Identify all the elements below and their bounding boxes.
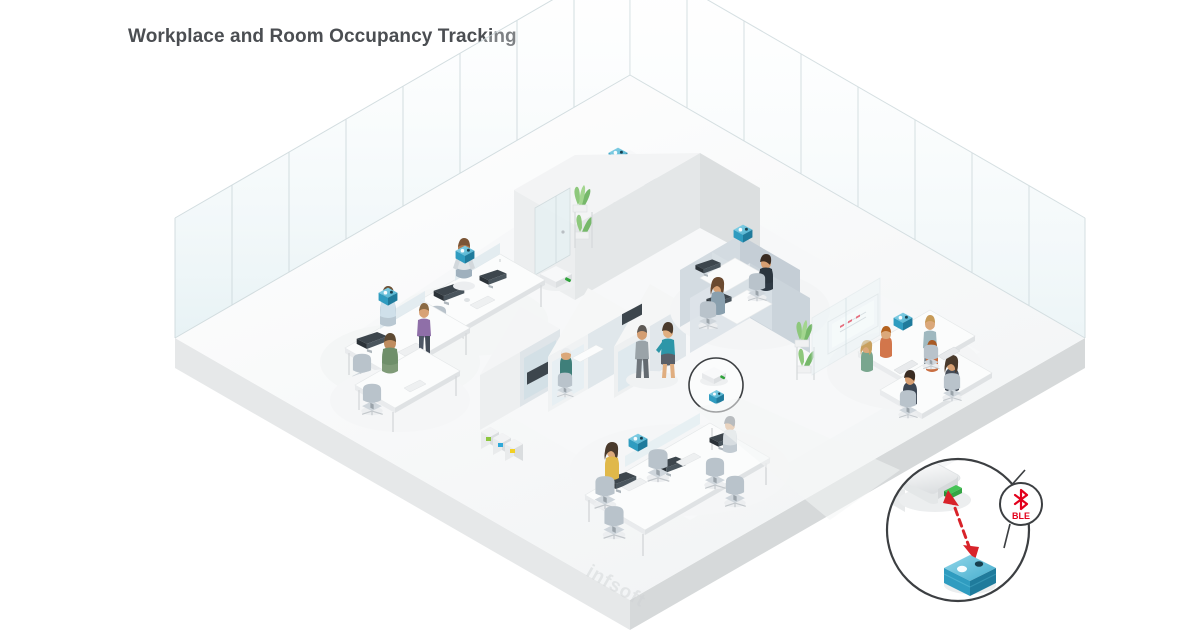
beacon-device bbox=[943, 555, 997, 596]
chair bbox=[897, 389, 919, 419]
chair bbox=[723, 475, 747, 508]
cubicle-area bbox=[670, 224, 830, 353]
chair bbox=[646, 448, 670, 483]
zoom-connector bbox=[694, 398, 900, 520]
plant-stand bbox=[572, 185, 593, 248]
glass-curtain-wall-left bbox=[174, 0, 631, 339]
chair bbox=[602, 505, 626, 540]
person-standing bbox=[635, 325, 649, 378]
phone-booth-pods bbox=[480, 284, 686, 461]
desk-cluster-left-bottom bbox=[330, 333, 470, 432]
chair bbox=[746, 272, 768, 302]
sensor-corridor bbox=[538, 266, 574, 291]
chair bbox=[593, 475, 617, 510]
desk-privacy-screen bbox=[625, 413, 700, 467]
recycling-bins bbox=[481, 427, 523, 461]
chair bbox=[360, 383, 384, 416]
chair bbox=[556, 372, 574, 398]
person-seated bbox=[860, 340, 873, 372]
people-talking-corridor bbox=[626, 322, 678, 389]
conference-area bbox=[827, 293, 993, 419]
page-title: Workplace and Room Occupancy Tracking bbox=[128, 26, 517, 47]
floor-slab-side-left bbox=[175, 338, 630, 630]
person-seated bbox=[604, 442, 619, 480]
bluetooth-icon bbox=[1013, 488, 1029, 511]
glass-curtain-wall-right bbox=[629, 0, 1086, 339]
ble-badge-label: BLE bbox=[1012, 511, 1030, 521]
wall-display bbox=[827, 293, 879, 355]
chair bbox=[703, 457, 727, 490]
meeting-room-wall-front bbox=[575, 153, 700, 300]
sensor-highlight-circle bbox=[700, 367, 728, 386]
chair bbox=[697, 300, 719, 330]
ble-detail-callout bbox=[885, 457, 1031, 603]
chair bbox=[941, 372, 963, 402]
plant-stand bbox=[794, 320, 815, 380]
desk-cluster-front bbox=[570, 413, 790, 556]
meeting-room-door-glass bbox=[534, 187, 571, 276]
person-seated bbox=[382, 333, 398, 374]
chair bbox=[922, 344, 940, 370]
sensor-device bbox=[899, 461, 971, 512]
person-seated bbox=[880, 326, 892, 358]
ble-badge-connector-lower bbox=[1003, 523, 1011, 549]
conference-glass-wall bbox=[811, 277, 881, 376]
person-standing bbox=[656, 322, 675, 378]
ble-signal-arrow bbox=[943, 490, 979, 560]
phone-booth-occupied bbox=[548, 288, 628, 412]
ble-badge: BLE bbox=[999, 482, 1043, 526]
